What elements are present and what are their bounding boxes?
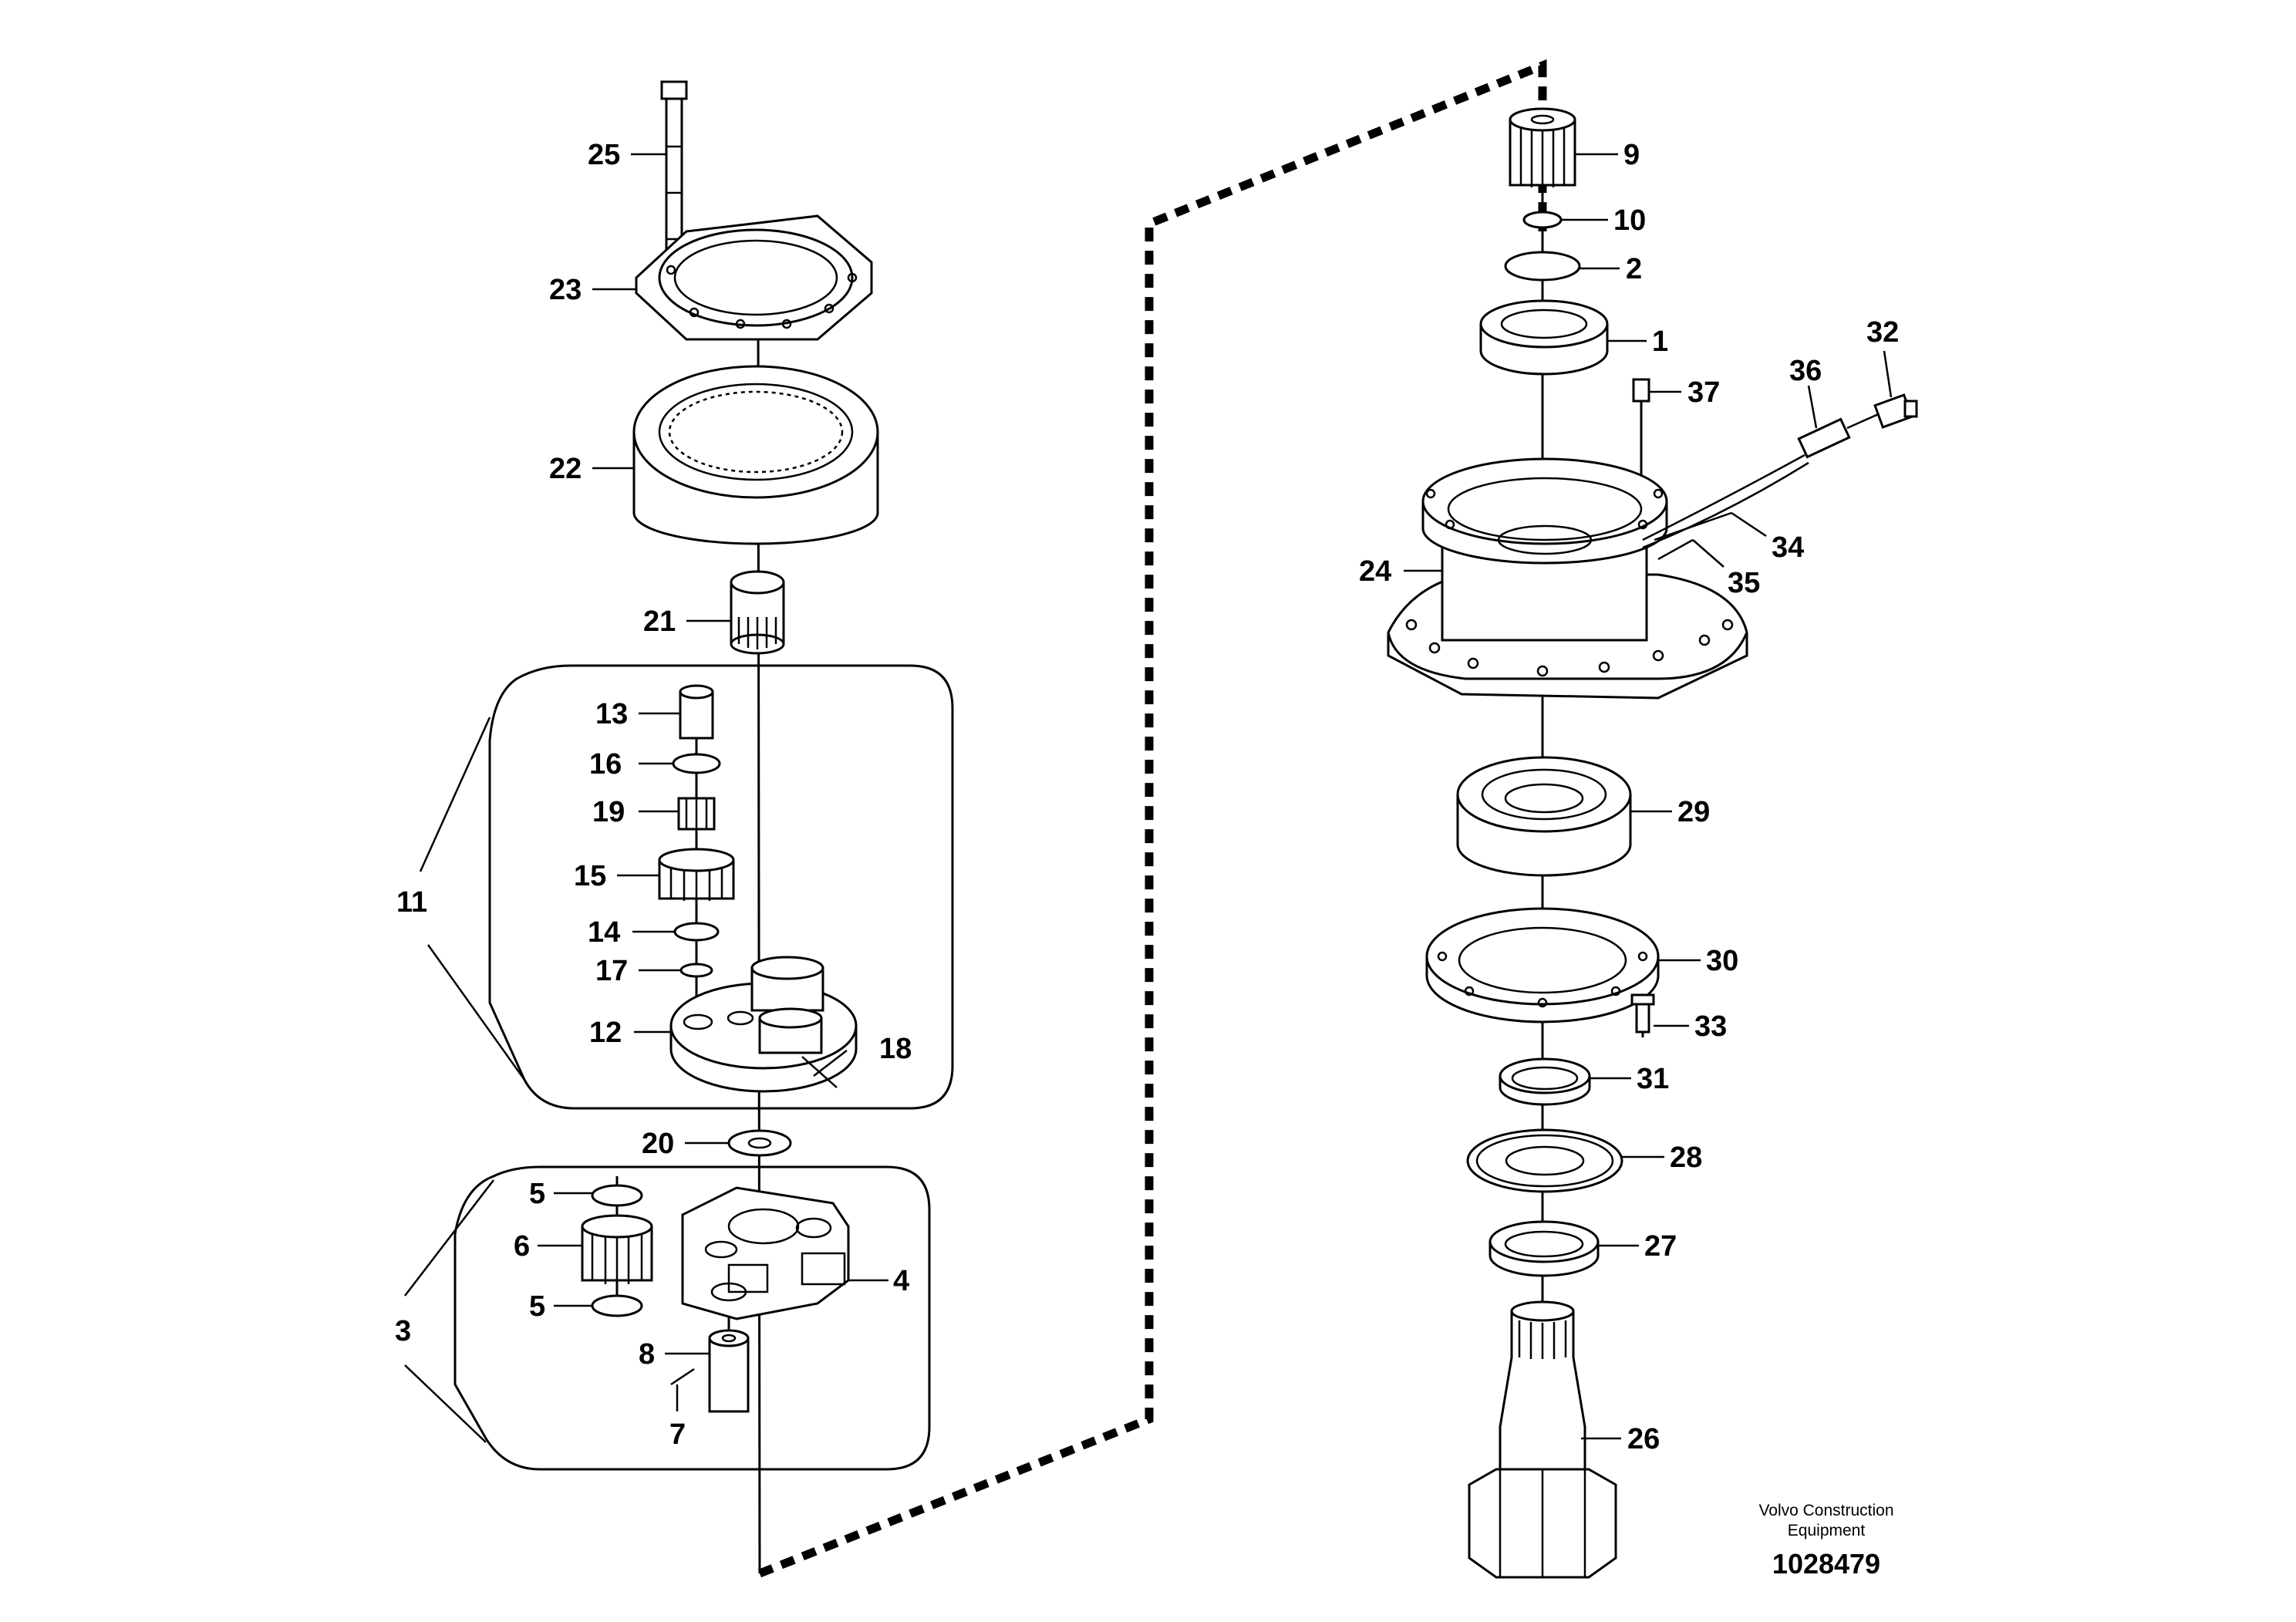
callout-5-upper: 5 bbox=[529, 1178, 545, 1210]
bracket-3-lower bbox=[404, 1364, 487, 1443]
callout-23: 23 bbox=[549, 274, 582, 306]
callout-13: 13 bbox=[595, 698, 628, 730]
callout-15: 15 bbox=[574, 860, 606, 892]
part-29-roller-bearing bbox=[1456, 756, 1632, 877]
part-7-pin bbox=[670, 1367, 695, 1386]
callout-25: 25 bbox=[588, 139, 620, 171]
part-22-ring-gear bbox=[632, 365, 879, 545]
dashed-connection-line bbox=[757, 59, 1547, 1578]
group-outline-11 bbox=[488, 664, 954, 1110]
part-26-output-shaft bbox=[1468, 1300, 1617, 1579]
callout-1: 1 bbox=[1652, 325, 1668, 358]
document-number: 1028479 bbox=[1772, 1548, 1880, 1580]
callout-30: 30 bbox=[1706, 945, 1738, 977]
part-37-plug bbox=[1632, 378, 1650, 403]
callout-33: 33 bbox=[1694, 1010, 1727, 1043]
part-23-flange-cover bbox=[635, 214, 873, 341]
callout-4: 4 bbox=[893, 1265, 909, 1297]
callout-35: 35 bbox=[1728, 567, 1760, 599]
bracket-11-upper bbox=[419, 717, 491, 872]
part-19-small-gear bbox=[677, 797, 716, 831]
part-24-motor-housing bbox=[1387, 457, 1748, 700]
part-20-thrust-washer bbox=[727, 1129, 792, 1157]
part-33-bolt bbox=[1630, 993, 1655, 1034]
callout-2: 2 bbox=[1626, 253, 1642, 285]
part-32-sensor-connector bbox=[1873, 393, 1918, 429]
part-17-ring bbox=[679, 963, 713, 978]
callout-5-lower: 5 bbox=[529, 1290, 545, 1323]
part-10-washer bbox=[1522, 211, 1563, 229]
part-12-carrier bbox=[669, 956, 858, 1093]
leader-18 bbox=[813, 1050, 848, 1077]
callout-9: 9 bbox=[1623, 139, 1640, 171]
callout-14: 14 bbox=[588, 916, 620, 949]
leader-34 bbox=[1731, 511, 1767, 538]
callout-36: 36 bbox=[1789, 355, 1822, 387]
callout-29: 29 bbox=[1677, 796, 1710, 828]
part-36-harness bbox=[1642, 411, 1883, 549]
callout-11: 11 bbox=[396, 886, 427, 919]
part-15-planet-gear bbox=[658, 848, 735, 902]
leader-35 bbox=[1692, 539, 1725, 568]
callout-3: 3 bbox=[395, 1315, 411, 1347]
callout-8: 8 bbox=[639, 1338, 655, 1371]
callout-26: 26 bbox=[1627, 1423, 1660, 1455]
bracket-3-upper bbox=[404, 1179, 494, 1297]
callout-12: 12 bbox=[589, 1017, 622, 1049]
part-13-pin bbox=[679, 684, 714, 740]
bracket-11-lower bbox=[426, 944, 526, 1081]
part-6-planet-gear bbox=[581, 1214, 653, 1286]
part-31-seal bbox=[1499, 1057, 1591, 1106]
callout-32: 32 bbox=[1866, 316, 1899, 349]
group-outline-3 bbox=[453, 1165, 931, 1471]
callout-18: 18 bbox=[879, 1033, 912, 1065]
brand-line-2: Equipment bbox=[1788, 1522, 1866, 1539]
callout-28: 28 bbox=[1670, 1141, 1702, 1174]
part-1-bearing bbox=[1479, 299, 1609, 376]
part-21-sun-gear bbox=[730, 570, 785, 655]
callout-21: 21 bbox=[643, 605, 676, 638]
callout-7: 7 bbox=[669, 1418, 686, 1451]
callout-17: 17 bbox=[595, 955, 628, 987]
callout-37: 37 bbox=[1687, 376, 1720, 409]
leader-36 bbox=[1807, 385, 1818, 429]
part-8-pin bbox=[708, 1329, 750, 1413]
callout-16: 16 bbox=[589, 748, 622, 781]
callout-10: 10 bbox=[1613, 204, 1646, 237]
callout-22: 22 bbox=[549, 453, 582, 485]
brand-line-1: Volvo Construction bbox=[1758, 1502, 1893, 1519]
callout-19: 19 bbox=[592, 796, 625, 828]
part-16-washer bbox=[672, 753, 721, 774]
callout-31: 31 bbox=[1637, 1063, 1669, 1095]
callout-24: 24 bbox=[1359, 555, 1391, 588]
part-35-pin bbox=[1657, 538, 1694, 561]
callout-6: 6 bbox=[514, 1230, 530, 1263]
part-5-washer-lower bbox=[591, 1294, 643, 1317]
part-34-pin bbox=[1654, 511, 1732, 541]
part-5-washer-upper bbox=[591, 1184, 643, 1207]
part-14-washer bbox=[673, 922, 720, 942]
callout-20: 20 bbox=[642, 1128, 674, 1160]
part-30-flange-ring bbox=[1425, 907, 1660, 1023]
callout-27: 27 bbox=[1644, 1230, 1677, 1263]
part-27-seal bbox=[1489, 1220, 1600, 1277]
part-9-pinion bbox=[1509, 107, 1576, 189]
part-2-snap-ring bbox=[1504, 251, 1581, 282]
leader-32 bbox=[1883, 350, 1893, 398]
part-28-seal-plate bbox=[1466, 1128, 1623, 1193]
part-4-planet-carrier bbox=[681, 1186, 850, 1320]
callout-34: 34 bbox=[1772, 531, 1804, 564]
